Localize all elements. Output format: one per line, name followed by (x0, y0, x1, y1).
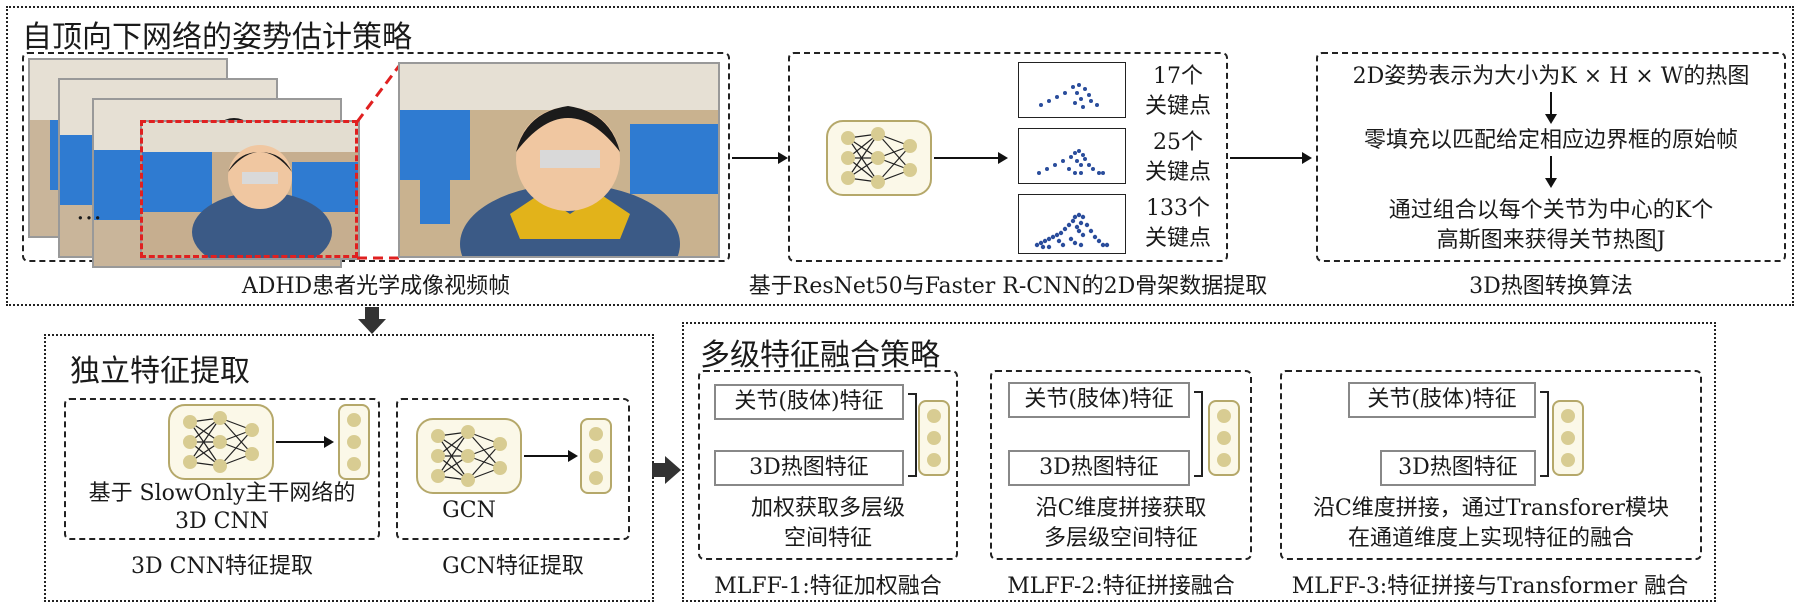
mlff-2-heatmap-feature: 3D热图特征 (1008, 450, 1190, 486)
mlff-1-description: 加权获取多层级 空间特征 (698, 494, 958, 554)
video-caption: ADHD患者光学成像视频帧 (241, 274, 511, 299)
keypoint-text-133: 关键点 (1144, 226, 1211, 251)
cnn-description-line2: 3D CNN (175, 509, 269, 534)
mlff-2-caption: MLFF-2:特征拼接融合 (1007, 574, 1235, 599)
mlff-3-output-icon (1552, 400, 1584, 476)
keypoint-map-133 (1018, 194, 1126, 254)
independent-extraction-title: 独立特征提取 (70, 354, 250, 389)
selected-frame-highlight (140, 120, 358, 258)
arrow-extraction-to-heatmap (1230, 152, 1312, 164)
mlff-1-description-line2: 空间特征 (783, 526, 872, 551)
mlff-1-description-line1: 加权获取多层级 (750, 496, 905, 521)
pose-estimation-section (6, 6, 1794, 306)
keypoint-count-133: 133个 (1146, 196, 1210, 221)
heatmap-step-1: 2D姿势表示为大小为K × H × W的热图 (1352, 64, 1750, 89)
gcn-box (396, 398, 630, 540)
pose-estimation-title: 自顶向下网络的姿势估计策略 (22, 20, 412, 55)
mlff-1-heatmap-feature: 3D热图特征 (714, 450, 904, 486)
keypoint-text-25: 关键点 (1144, 160, 1211, 185)
video-frames-box (22, 52, 730, 262)
mlff-2-description: 沿C维度拼接获取 多层级空间特征 (990, 494, 1252, 554)
mlff-3-bracket (1540, 391, 1549, 477)
zoom-lines (355, 65, 401, 260)
down-arrow-to-features (358, 307, 386, 334)
video-frame-4 (140, 120, 360, 260)
cnn-caption: 3D CNN特征提取 (131, 554, 313, 579)
heatmap-step-3: 通过组合以每个关节为中心的K个 高斯图来获得关节热图J (1316, 196, 1786, 256)
keypoint-label-133: 133个 关键点 (1128, 194, 1228, 254)
mlff-3-description: 沿C维度拼接，通过Transforer模块 在通道维度上实现特征的融合 (1280, 494, 1702, 554)
mlff-3-heatmap-feature: 3D热图特征 (1380, 450, 1536, 486)
right-arrow-to-fusion (652, 456, 681, 484)
heatmap-algorithm-box (1316, 52, 1786, 262)
cnn-arrow (276, 436, 334, 448)
mlff-1-caption: MLFF-1:特征加权融合 (714, 574, 942, 599)
arrow-network-to-keypoints (934, 152, 1008, 164)
enlarged-frame (398, 62, 720, 258)
gcn-description: GCN (442, 498, 496, 523)
mlff-2-description-line2: 多层级空间特征 (1043, 526, 1198, 551)
mlff-3-description-line2: 在通道维度上实现特征的融合 (1347, 526, 1634, 551)
cnn-box (64, 398, 380, 540)
keypoint-count-17: 17个 (1153, 64, 1203, 89)
heatmap-arrow-2 (1545, 156, 1557, 188)
heatmap-step-3-line1: 通过组合以每个关节为中心的K个 (1388, 198, 1714, 223)
heatmap-step-2: 零填充以匹配给定相应边界框的原始帧 (1363, 128, 1738, 153)
mlff-1-box (698, 370, 958, 560)
mlff-1-joint-feature: 关节(肢体)特征 (714, 384, 904, 420)
cnn-description: 基于 SlowOnly主干网络的 3D CNN (64, 480, 380, 536)
heatmap-caption: 3D热图转换算法 (1469, 274, 1633, 299)
mlff-2-joint-feature: 关节(肢体)特征 (1008, 382, 1190, 418)
mlff-1-output-icon (918, 400, 950, 476)
gcn-output-vector-icon (580, 418, 612, 494)
mlff-3-joint-feature: 关节(肢体)特征 (1348, 382, 1536, 418)
frames-ellipsis: … (76, 196, 102, 226)
keypoint-count-25: 25个 (1153, 130, 1203, 155)
mlff-1-bracket (908, 393, 917, 477)
resnet-network-icon (826, 120, 932, 196)
cnn-output-vector-icon (338, 404, 370, 480)
mlff-3-box (1280, 370, 1702, 560)
keypoint-map-17 (1018, 62, 1126, 118)
gcn-caption: GCN特征提取 (442, 554, 584, 579)
cnn-description-line1: 基于 SlowOnly主干网络的 (88, 481, 356, 506)
gcn-arrow (524, 450, 578, 462)
keypoint-label-17: 17个 关键点 (1128, 62, 1228, 122)
mlff-2-description-line1: 沿C维度拼接获取 (1035, 496, 1207, 521)
mlff-3-caption: MLFF-3:特征拼接与Transformer 融合 (1291, 574, 1689, 599)
heatmap-arrow-1 (1545, 92, 1557, 124)
mlff-2-output-icon (1208, 400, 1240, 476)
keypoint-label-25: 25个 关键点 (1128, 128, 1228, 188)
fusion-title: 多级特征融合策略 (700, 338, 940, 373)
mlff-3-description-line1: 沿C维度拼接，通过Transforer模块 (1312, 496, 1670, 521)
keypoint-map-25 (1018, 128, 1126, 184)
mlff-2-bracket (1194, 391, 1203, 477)
mlff-2-box (990, 370, 1252, 560)
keypoint-text-17: 关键点 (1144, 94, 1211, 119)
heatmap-step-3-line2: 高斯图来获得关节热图J (1436, 228, 1666, 253)
extraction-caption: 基于ResNet50与Faster R-CNN的2D骨架数据提取 (748, 274, 1268, 299)
cnn-network-icon (168, 404, 274, 480)
gcn-network-icon (416, 418, 522, 494)
fusion-section (682, 322, 1716, 602)
skeleton-extraction-box (788, 52, 1228, 262)
arrow-frames-to-extraction (732, 152, 788, 164)
